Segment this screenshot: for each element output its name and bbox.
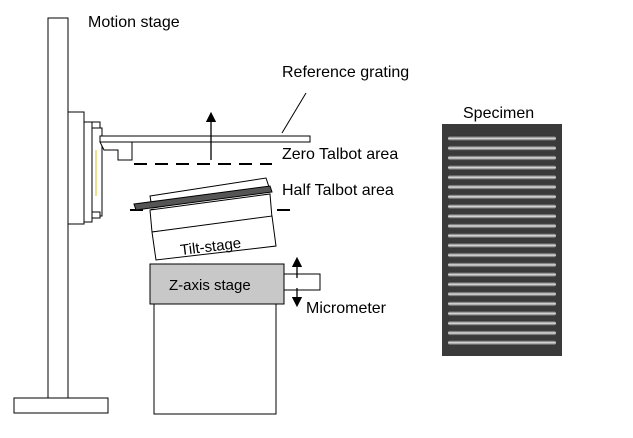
tilt-stage-assembly <box>133 177 277 261</box>
z-stage-base <box>153 303 277 415</box>
specimen-fringe <box>448 223 556 229</box>
micrometer-knob <box>283 273 321 291</box>
specimen-fringe <box>448 242 556 249</box>
motion-stage <box>13 17 109 414</box>
z-axis-stage <box>149 263 285 305</box>
micrometer-label: Micrometer <box>306 300 387 317</box>
reference-grating-leader <box>281 92 307 134</box>
half-talbot-label: Half Talbot area <box>282 182 394 199</box>
specimen-plate <box>133 185 273 211</box>
specimen-image <box>442 124 562 356</box>
specimen-fringe <box>448 340 556 346</box>
specimen-fringe <box>448 155 556 161</box>
grating-holder <box>99 141 133 161</box>
specimen-fringe <box>448 145 556 151</box>
reference-grating-label: Reference grating <box>282 64 409 81</box>
specimen-fringe <box>448 203 556 210</box>
specimen-fringe <box>448 164 556 171</box>
specimen-fringe <box>448 310 556 317</box>
specimen-fringe <box>448 233 556 239</box>
tilt-stage <box>151 215 277 261</box>
specimen-fringe <box>448 330 556 336</box>
z-axis-stage-label: Z-axis stage <box>169 277 251 294</box>
zero-talbot-label: Zero Talbot area <box>282 146 398 163</box>
motion-stage-column <box>47 17 69 399</box>
motion-stage-carriage <box>67 111 85 225</box>
motion-stage-base <box>13 397 109 414</box>
bracket-tab-bottom <box>91 211 101 219</box>
specimen-fringe <box>448 320 556 326</box>
specimen-fringe <box>448 291 556 297</box>
specimen-fringe <box>448 301 556 307</box>
specimen-fringe <box>448 184 556 190</box>
specimen-fringe <box>448 194 556 200</box>
bracket-tab-top <box>91 121 101 129</box>
specimen-fringe <box>448 281 556 288</box>
specimen-fringes <box>448 135 556 346</box>
specimen-fringe <box>448 135 556 142</box>
specimen-frame <box>442 124 562 356</box>
reference-grating-arm <box>99 92 311 161</box>
specimen-fringe <box>448 252 556 258</box>
bracket-plate <box>83 121 93 223</box>
specimen-label: Specimen <box>463 105 534 122</box>
specimen-fringe <box>448 174 556 181</box>
reference-grating <box>99 135 311 143</box>
motion-stage-label: Motion stage <box>88 14 180 31</box>
specimen-fringe <box>448 271 556 278</box>
specimen-fringe <box>448 213 556 219</box>
specimen-fringe <box>448 262 556 268</box>
